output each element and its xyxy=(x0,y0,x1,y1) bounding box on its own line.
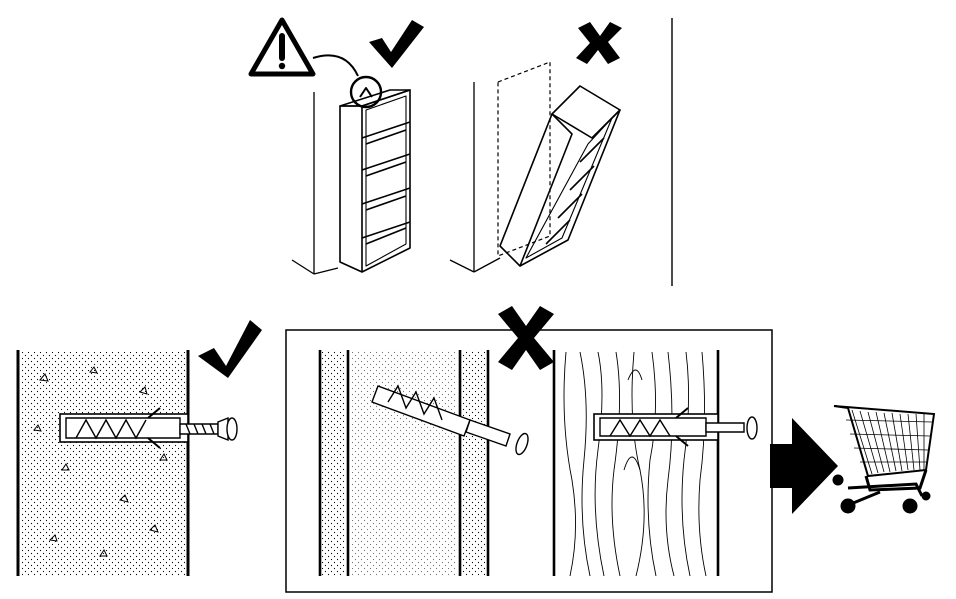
cross-icon xyxy=(576,22,622,64)
bookcase-tipping xyxy=(499,85,621,267)
warning-triangle-icon xyxy=(248,17,316,77)
wall-corner-wrong xyxy=(449,82,501,273)
bookcase-upright xyxy=(339,89,411,273)
wall-plug-correct xyxy=(65,407,181,449)
screw-correct xyxy=(179,416,238,442)
wall-plug-failed xyxy=(371,384,529,456)
hollow-wall xyxy=(318,350,529,576)
arrow-right-icon xyxy=(770,418,838,514)
checkmark-icon xyxy=(369,20,424,68)
wood-wall xyxy=(552,350,758,577)
cross-icon xyxy=(498,306,554,370)
ghost-outline xyxy=(497,61,551,257)
wall-corner-correct xyxy=(291,92,339,275)
wrong-walls-box xyxy=(285,306,773,593)
shopping-cart-icon xyxy=(832,405,936,514)
leader-line xyxy=(312,54,359,77)
checkmark-icon xyxy=(198,320,262,378)
detail-circle xyxy=(349,75,383,109)
concrete-wall-correct xyxy=(16,350,238,576)
wall-plug-wood xyxy=(599,407,758,447)
top-panel xyxy=(248,17,673,286)
